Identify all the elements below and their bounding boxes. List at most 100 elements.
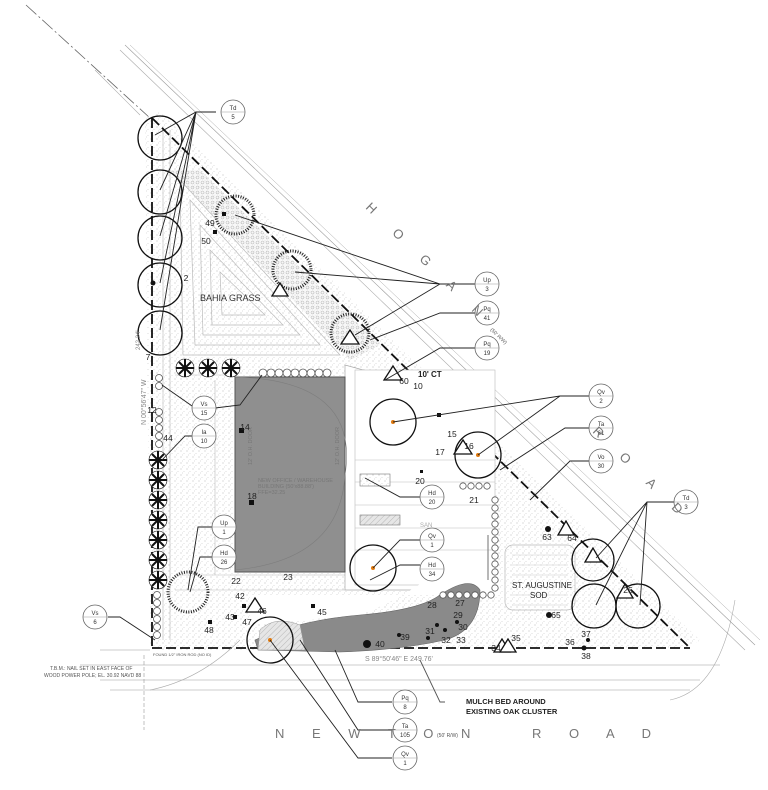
svg-text:Qv: Qv [401,752,409,758]
up-trees [166,194,371,614]
building-label-3: FFE=32.25 [258,490,285,496]
svg-text:34: 34 [429,572,436,578]
callout-pq-41[interactable]: Pq 41 [474,300,500,326]
ct-label: 10' CT [418,370,442,379]
hatched-pad [359,514,401,526]
svg-text:Qv: Qv [597,390,605,396]
property-lines [25,4,761,651]
callout-td-5[interactable]: Td 5 [220,99,246,125]
tree-num: 10 [413,381,423,391]
svg-text:26: 26 [221,560,228,566]
svg-text:1: 1 [403,761,407,767]
callout-qv-2[interactable]: Qv 2 [588,383,614,409]
svg-text:41: 41 [484,316,491,322]
tree-num: 48 [204,625,214,635]
tree-num: 39 [400,632,410,642]
callout-hd-34[interactable]: Hd 34 [419,556,445,582]
west-bearing: N 00°56'47" W [140,379,148,425]
svg-text:20: 20 [429,500,436,506]
svg-text:19: 19 [484,351,491,357]
newton-road-suffix: R O A D [532,726,663,741]
callouts: Td 5 Up 3 Pq 41 Pq 19 Qv 2 Ta 61 [82,99,699,771]
building-label-2: BUILDING (50'x88.88') [258,484,314,490]
callout-hd-20[interactable]: Hd 20 [419,484,445,510]
callout-td-3[interactable]: Td 3 [673,489,699,515]
tree-num: 60 [399,376,409,386]
tree-num: 14 [240,422,250,432]
svg-text:Pq: Pq [401,696,408,702]
tree-num: 18 [247,491,257,501]
callout-vs-15[interactable]: Vs 15 [191,395,217,421]
tree-num: 25 [623,585,633,595]
hogan-road-name: H O G A N [363,199,495,327]
tree-num: 27 [455,598,465,608]
callout-ta-61[interactable]: Ta 61 [588,415,614,441]
callout-vo-30[interactable]: Vo 30 [588,448,614,474]
callout-up-3[interactable]: Up 3 [474,271,500,297]
tree-num: 40 [375,639,385,649]
svg-text:105: 105 [400,733,411,739]
tree-num: 42 [235,591,245,601]
svg-text:Pq: Pq [483,342,490,348]
tree-num: 50 [201,236,211,246]
svg-text:3: 3 [684,505,688,511]
svg-text:Vo: Vo [597,455,605,461]
tree-num: 29 [453,610,463,620]
svg-text:1: 1 [430,543,434,549]
tbm-note-2: WOOD POWER POLE; EL. 30.92 NAVD 88 [44,673,141,679]
tree-num: 49 [205,218,215,228]
callout-ta-105[interactable]: Ta 105 [392,717,418,743]
newton-road-name: N E W T O N [275,726,482,741]
callout-pq-8[interactable]: Pq 8 [392,689,418,715]
newton-row-label: (50' R/W) [437,733,458,739]
svg-text:Up: Up [483,278,491,284]
callout-pq-19[interactable]: Pq 19 [474,335,500,361]
svg-text:Hd: Hd [220,551,228,557]
tree-num: 44 [163,433,173,443]
palm-shrubs [148,358,241,590]
svg-text:Vs: Vs [200,402,207,408]
tree-num: 33 [456,635,466,645]
door-swing-arc [234,376,347,571]
callout-vs-6[interactable]: Vs 6 [82,604,108,630]
callout-hd-26[interactable]: Hd 26 [211,544,237,570]
door-label-right: 12' O.H. DOOR [335,427,341,465]
callout-qv-1-lower[interactable]: Qv 1 [392,745,418,771]
qv-trees [246,398,502,664]
callout-qv-1-upper[interactable]: Qv 1 [419,527,445,553]
svg-text:Ia: Ia [201,430,207,436]
tree-num: 31 [425,626,435,636]
tree-num: 20 [415,476,425,486]
mulch-note-1: MULCH BED AROUND [466,697,546,706]
svg-text:Ta: Ta [598,422,605,428]
tbm-note-1: T.B.M.: NAIL SET IN EAST FACE OF [50,666,132,672]
south-bearing: S 89°50'46" E 249.76' [365,655,433,663]
svg-text:1: 1 [222,530,226,536]
building-label-1: NEW OFFICE / WAREHOUSE [258,478,333,484]
tree-num: 35 [511,633,521,643]
tree-num: 36 [565,637,575,647]
callout-ia-10[interactable]: Ia 10 [191,423,217,449]
tree-num: 2 [184,273,189,283]
callout-up-1[interactable]: Up 1 [211,514,237,540]
svg-text:Hd: Hd [428,491,436,497]
sod-stripes [512,554,568,606]
newton-road-lines [80,649,720,691]
bahia-grass-area [179,179,341,356]
tree-num: 38 [581,651,591,661]
tree-num: 7 [146,352,151,362]
tree-numbers: 2 7 10 12 13 14 15 16 17 18 20 21 22 23 … [146,218,633,661]
tree-num: 45 [317,607,327,617]
hogan-road-suffix: R O A D [590,423,695,525]
bahia-grass-label: BAHIA GRASS [200,293,261,303]
svg-text:Vs: Vs [91,611,98,617]
road-curve-east [669,599,736,701]
mulch-note-2: EXISTING OAK CLUSTER [466,707,558,716]
mulch-bed [254,583,481,653]
leader-lines [108,111,680,759]
svg-text:10: 10 [201,439,208,445]
svg-text:15: 15 [201,411,208,417]
svg-text:61: 61 [598,431,605,437]
tree-num: 37 [581,629,591,639]
tree-num: 32 [441,635,451,645]
